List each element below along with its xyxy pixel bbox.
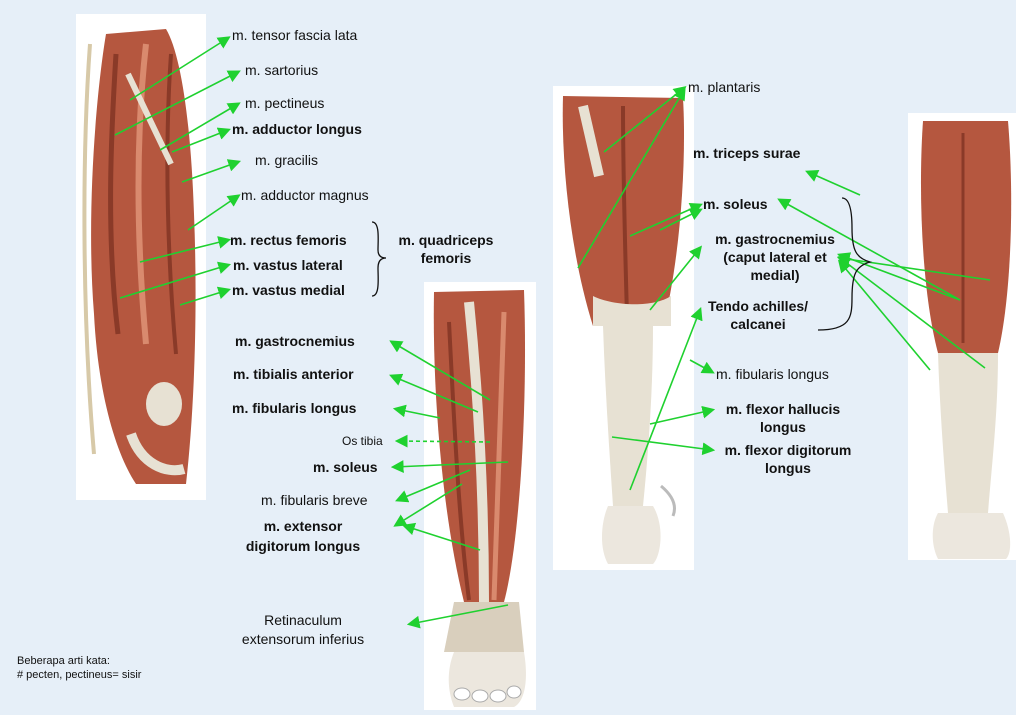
label-vastus-lateral: m. vastus lateral <box>233 257 343 274</box>
label-flexor-digitorum-line2: longus <box>708 460 868 477</box>
label-retinaculum-line1: Retinaculum <box>233 612 373 629</box>
label-pectineus: m. pectineus <box>245 95 324 112</box>
label-quadriceps: m. quadriceps <box>388 232 504 249</box>
label-retinaculum-line2: extensorum inferius <box>233 631 373 648</box>
label-adductor-longus: m. adductor longus <box>232 121 362 138</box>
label-adductor-magnus: m. adductor magnus <box>241 187 369 204</box>
label-sartorius: m. sartorius <box>245 62 318 79</box>
label-soleus-back: m. soleus <box>703 196 768 213</box>
label-tendo-achilles-line1: Tendo achilles/ <box>698 298 818 315</box>
label-flexor-hallucis-line1: m. flexor hallucis <box>708 401 858 418</box>
label-flexor-digitorum-line1: m. flexor digitorum <box>708 442 868 459</box>
label-vastus-medial: m. vastus medial <box>232 282 345 299</box>
footnote-line1: Beberapa arti kata: <box>17 654 110 668</box>
label-gastrocnemius-back-line1: m. gastrocnemius <box>700 231 850 248</box>
label-tendo-achilles-line2: calcanei <box>698 316 818 333</box>
label-fibularis-longus-front: m. fibularis longus <box>232 400 356 417</box>
label-triceps-surae: m. triceps surae <box>693 145 800 162</box>
label-gastrocnemius-front: m. gastrocnemius <box>235 333 355 350</box>
label-gastrocnemius-back-line2: (caput lateral et <box>700 249 850 266</box>
label-tibialis-anterior: m. tibialis anterior <box>233 366 354 383</box>
footnote-line2: # pecten, pectineus= sisir <box>17 668 141 682</box>
label-fibularis-longus-back: m. fibularis longus <box>716 366 829 383</box>
label-soleus-front: m. soleus <box>313 459 378 476</box>
label-rectus-femoris: m. rectus femoris <box>230 232 347 249</box>
label-plantaris: m. plantaris <box>688 79 760 96</box>
label-fibularis-breve: m. fibularis breve <box>261 492 368 509</box>
label-os-tibia: Os tibia <box>342 433 383 450</box>
label-gracilis: m. gracilis <box>255 152 318 169</box>
label-extensor-line1: m. extensor <box>233 518 373 535</box>
label-tensor-fascia-lata: m. tensor fascia lata <box>232 27 357 44</box>
label-extensor-line2: digitorum longus <box>233 538 373 555</box>
label-femoris: femoris <box>388 250 504 267</box>
label-flexor-hallucis-line2: longus <box>708 419 858 436</box>
label-gastrocnemius-back-line3: medial) <box>700 267 850 284</box>
